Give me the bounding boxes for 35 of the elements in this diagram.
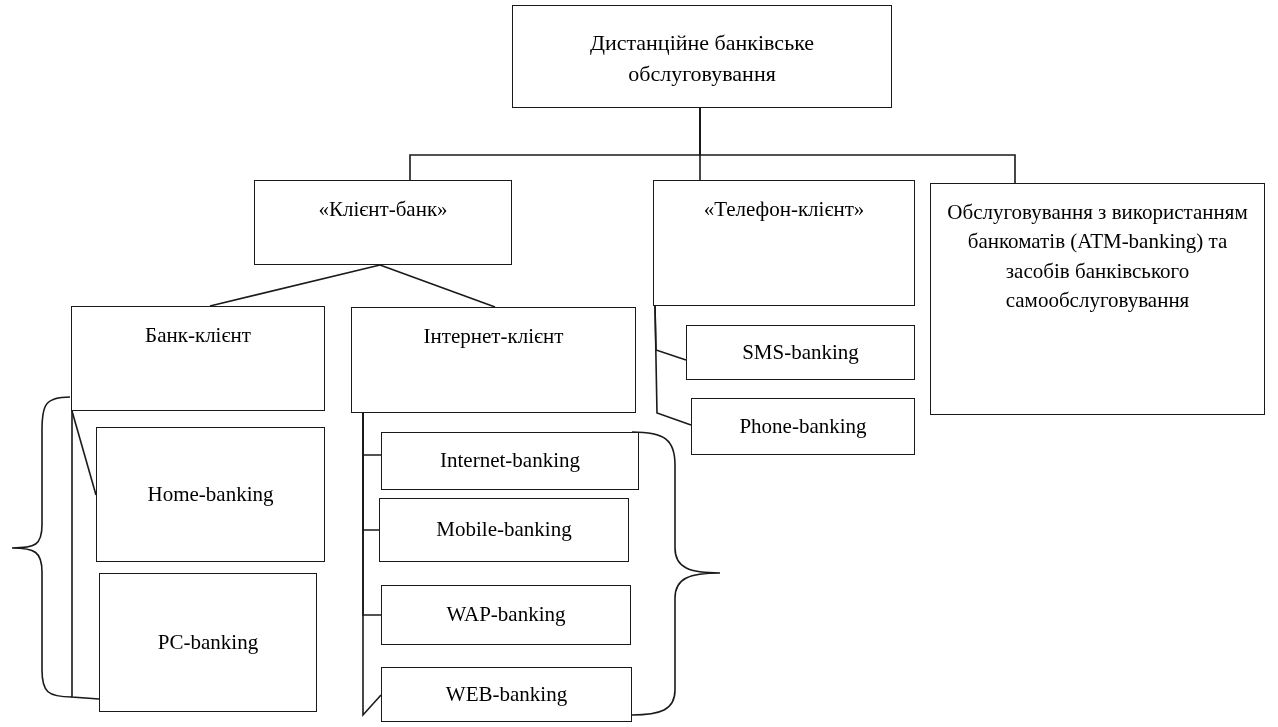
box-label: Home-banking — [147, 480, 274, 508]
box-label: «Телефон-клієнт» — [703, 196, 865, 223]
text-box — [254, 180, 512, 265]
box-label: Банк-клієнт — [145, 322, 251, 349]
text-box — [351, 307, 636, 413]
connector-line — [362, 412, 382, 718]
text-box — [71, 306, 325, 411]
connector-line — [71, 410, 97, 496]
text-box — [686, 325, 915, 380]
box-label: WAP-banking — [446, 601, 566, 629]
box-label: Інтернет-клієнт — [423, 323, 564, 350]
connector-line — [71, 410, 100, 700]
connector-line — [699, 107, 1016, 184]
connector-line — [209, 264, 381, 307]
box-label: SMS-banking — [742, 338, 859, 366]
box-label: WEB-banking — [445, 680, 568, 708]
box-label: Дистанційне банківське обслуговування — [588, 29, 816, 88]
text-box — [930, 183, 1265, 415]
box-label: Обслуговування з використанням банкоматів (ATM-banking) та засобів банківського самообслуговування — [946, 199, 1249, 315]
text-box — [381, 585, 631, 645]
box-label: PC-banking — [157, 628, 259, 656]
box-label: Mobile-banking — [436, 516, 572, 544]
connector-line — [379, 264, 496, 308]
text-box — [96, 427, 325, 562]
text-box — [653, 180, 915, 306]
box-label: Phone-banking — [739, 412, 867, 440]
text-box — [99, 573, 317, 712]
text-box — [379, 498, 629, 562]
text-box — [691, 398, 915, 455]
box-label: «Клієнт-банк» — [318, 196, 448, 223]
connector-line — [654, 305, 692, 426]
text-box — [381, 667, 632, 722]
text-box — [512, 5, 892, 108]
text-box — [381, 432, 639, 490]
box-label: Internet-banking — [440, 447, 580, 475]
